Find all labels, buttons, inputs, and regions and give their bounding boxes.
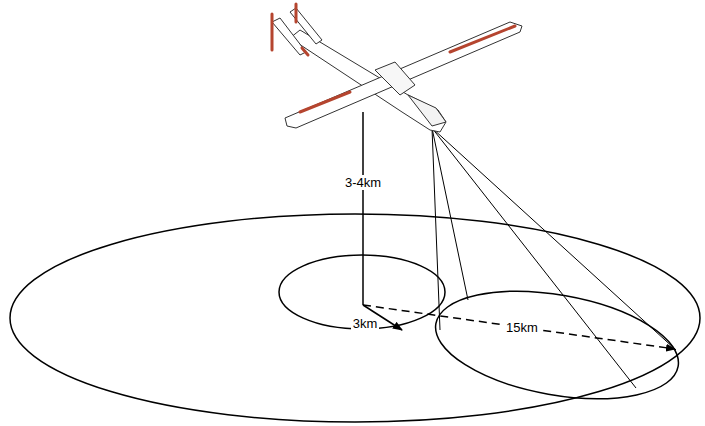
sensor-beam [432,128,676,388]
range-arrow [363,305,675,349]
control-surfaces [272,4,515,112]
altitude-line [362,112,364,305]
radius-label: 3km [351,316,380,331]
coverage-ellipse [10,214,700,422]
range-label: 15km [504,320,540,335]
uav-aircraft [272,8,522,132]
altitude-label: 3-4km [343,175,383,190]
